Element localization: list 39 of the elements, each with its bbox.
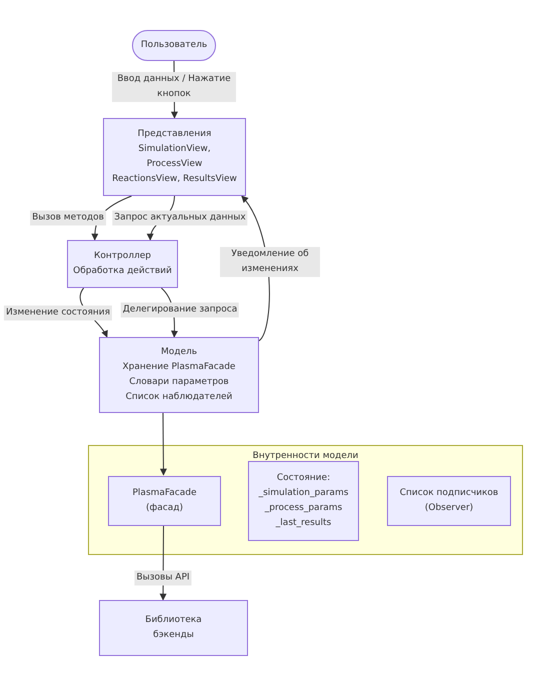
group-title: Внутренности модели	[252, 450, 358, 463]
process-box	[67, 240, 178, 288]
process-box	[248, 461, 359, 541]
node-text: Словари параметров	[129, 376, 229, 389]
node-title: Пользователь	[140, 39, 208, 52]
process-box	[103, 118, 246, 196]
node-title: Модель	[160, 346, 198, 359]
node-title: PlasmaFacade	[132, 487, 196, 500]
edge-label: Делегирование запроса	[120, 302, 240, 318]
edge-label: Изменение состояния	[4, 306, 112, 320]
node-title: Представления	[138, 128, 212, 141]
node-text: Обработка действий	[73, 265, 172, 278]
node-text: (Observer)	[424, 502, 474, 515]
process-box	[132, 30, 216, 61]
edge-label: Запрос актуальных данных	[112, 210, 248, 226]
node-title: Контроллер	[94, 250, 151, 263]
node-title: Состояние:	[276, 472, 330, 485]
edge-label: Уведомление об изменениях	[220, 247, 320, 277]
node-text: _last_results	[276, 517, 332, 530]
process-box	[99, 337, 259, 413]
arrow	[160, 412, 167, 476]
edge-label: Вызов методов	[30, 210, 106, 226]
group-container	[88, 445, 523, 555]
edge-label: Ввод данных / Нажатие кнопок	[112, 72, 236, 102]
node-title: Список подписчиков	[400, 487, 498, 500]
node-text: бэкенды	[153, 629, 194, 642]
process-box	[99, 600, 248, 656]
node-title: Библиотека	[145, 614, 202, 627]
process-box	[387, 476, 511, 526]
node-text: Список наблюдателей	[126, 391, 232, 404]
edge-label: Вызовы API	[134, 570, 192, 586]
node-text: _simulation_params	[258, 487, 348, 500]
node-text: (фасад)	[146, 502, 183, 515]
node-text: Хранение PlasmaFacade	[122, 361, 236, 374]
node-text: _process_params	[264, 502, 342, 515]
node-text: SimulationView,	[138, 143, 211, 156]
node-text: ReactionsView, ResultsView	[112, 173, 237, 186]
node-text: ProcessView	[146, 158, 202, 171]
process-box	[108, 476, 221, 526]
